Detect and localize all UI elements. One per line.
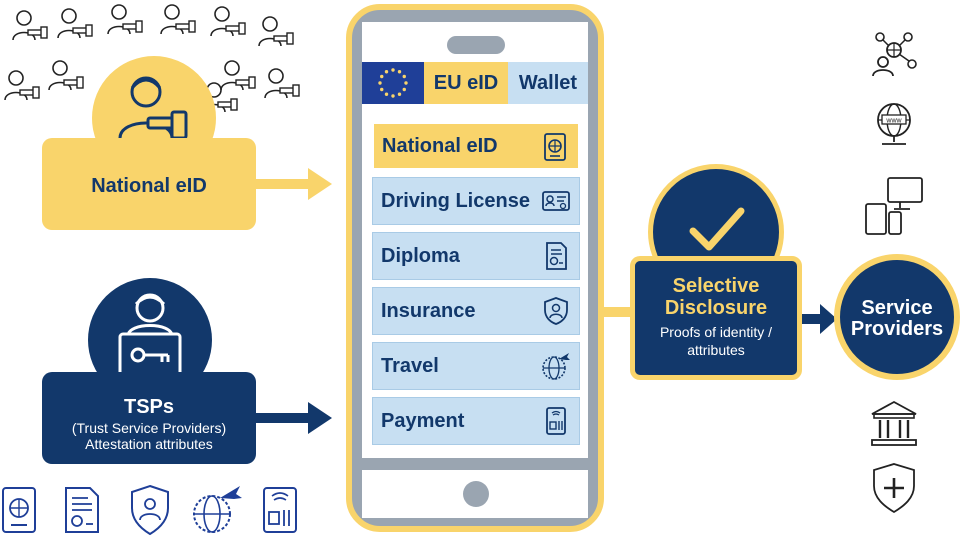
- eu-star: [391, 94, 395, 98]
- national-eid-label: National eID: [91, 174, 207, 197]
- globe-www-icon: www: [877, 103, 911, 145]
- credential-label: Diploma: [381, 244, 460, 267]
- tsps-box: TSPs (Trust Service Providers) Attestati…: [42, 372, 256, 464]
- eu-flag: [362, 62, 424, 104]
- eu-star: [384, 92, 389, 96]
- eu-star: [380, 74, 384, 79]
- id-card-icon: [542, 191, 570, 211]
- service-providers-line2: Providers: [850, 318, 944, 340]
- passport-icon: [2, 487, 36, 533]
- wallet-title-eu-eid: EU eID: [433, 71, 499, 94]
- eu-star: [378, 81, 382, 85]
- credential-travel[interactable]: Travel: [372, 342, 580, 390]
- eu-stars-icon: [378, 68, 408, 98]
- arrow-disclosure-to-providers: [802, 304, 837, 334]
- service-providers-line1: Service: [861, 297, 933, 319]
- phone-speaker: [447, 36, 505, 54]
- globe-plane-icon: [193, 486, 242, 533]
- svg-text:www: www: [885, 118, 902, 125]
- wallet-title-highlight: EU eID: [424, 62, 508, 104]
- payment-card-icon: [263, 487, 297, 533]
- credential-driving-license[interactable]: Driving License: [372, 177, 580, 225]
- wallet-title-wallet: Wallet: [518, 71, 578, 94]
- credential-label: Travel: [381, 354, 439, 377]
- wallet-title-wallet-wrap: Wallet: [508, 62, 588, 104]
- certificate-icon: [65, 487, 99, 533]
- credential-label: Insurance: [381, 299, 476, 322]
- eu-star: [397, 70, 402, 74]
- disclosure-caption-line1: Proofs of identity /: [659, 324, 773, 340]
- globe-plane-icon: [542, 353, 570, 380]
- credential-label: Driving License: [381, 189, 530, 212]
- checkmark-icon: [689, 207, 745, 251]
- arrow-tsps-to-wallet: [256, 402, 332, 434]
- national-eid-box: National eID: [42, 138, 256, 230]
- certificate-icon: [546, 242, 567, 270]
- disclosure-title-line2: Disclosure: [664, 297, 768, 319]
- eu-star: [402, 74, 406, 79]
- disclosure-title-line1: Selective: [672, 275, 760, 297]
- credential-insurance[interactable]: Insurance: [372, 287, 580, 335]
- eu-star: [404, 81, 408, 85]
- eu-star: [402, 87, 406, 92]
- eu-star: [380, 87, 384, 92]
- eu-star: [391, 68, 395, 72]
- credential-payment[interactable]: Payment: [372, 397, 580, 445]
- credential-label: National eID: [382, 134, 498, 157]
- phone-home-button[interactable]: [463, 481, 489, 507]
- payment-card-icon: [546, 407, 566, 435]
- tsps-caption: Attestation attributes: [85, 436, 213, 452]
- health-shield-icon: [873, 463, 915, 514]
- passport-icon: [544, 133, 566, 161]
- service-providers-circle: Service Providers: [834, 254, 960, 380]
- credential-diploma[interactable]: Diploma: [372, 232, 580, 280]
- devices-icon: [865, 177, 923, 235]
- disclosure-caption-line2: attributes: [687, 342, 745, 358]
- arrow-national-to-wallet: [256, 168, 332, 200]
- tsps-title: TSPs: [123, 396, 175, 418]
- credential-national-eid[interactable]: National eID: [372, 122, 580, 170]
- credential-label: Payment: [381, 409, 465, 432]
- shield-person-icon: [131, 484, 169, 536]
- network-people-icon: [872, 32, 917, 77]
- eu-star: [384, 70, 389, 74]
- shield-person-icon: [544, 297, 568, 325]
- tsps-subtitle: (Trust Service Providers): [71, 420, 227, 436]
- arrow-wallet-to-disclosure: [604, 307, 634, 317]
- bank-icon: [871, 400, 917, 446]
- person-key-icon: [118, 76, 188, 140]
- eu-star: [397, 92, 402, 96]
- selective-disclosure-box: Selective Disclosure Proofs of identity …: [630, 256, 802, 380]
